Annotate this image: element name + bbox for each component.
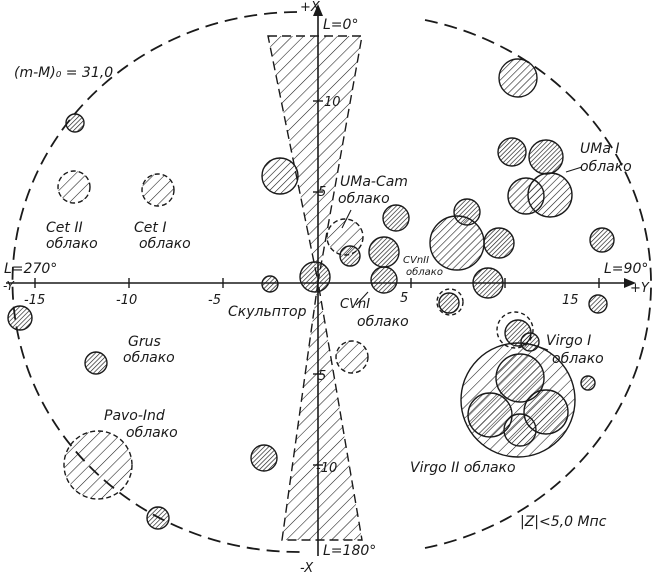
grus-name: Grus bbox=[128, 334, 161, 350]
minus-y-label: -Y bbox=[3, 279, 15, 293]
virgo-ii-sub bbox=[503, 413, 537, 447]
tick-x-pos10: 10 bbox=[324, 95, 341, 110]
sculptor-label: Скульптор bbox=[228, 304, 307, 320]
pavo-word: облако bbox=[126, 425, 178, 441]
cvn1-word: облако bbox=[357, 314, 409, 330]
virgo-i-group bbox=[496, 311, 534, 349]
tick-y-pos5: 5 bbox=[400, 291, 408, 306]
galaxy-group bbox=[497, 137, 527, 167]
galaxy-group bbox=[504, 319, 532, 347]
galaxy-group bbox=[57, 170, 91, 204]
galaxy-group bbox=[589, 227, 615, 253]
galaxy-group bbox=[250, 444, 278, 472]
cvn2-name: CVnII bbox=[403, 255, 429, 266]
zone-of-avoidance bbox=[267, 35, 363, 541]
tick-x-pos5: 5 bbox=[318, 185, 326, 200]
galaxy-groups bbox=[7, 58, 615, 530]
virgo-ii-sub bbox=[467, 392, 513, 438]
avoidance-wedge-top bbox=[267, 35, 363, 283]
cet2-name: Cet II bbox=[46, 220, 83, 236]
x-axis-arrow bbox=[313, 4, 323, 16]
y-axis-ticks bbox=[34, 278, 600, 288]
galaxy-group bbox=[368, 236, 400, 268]
cvn1-name: CVnI bbox=[340, 297, 370, 312]
tick-y-neg5: -5 bbox=[208, 293, 221, 308]
galaxy-group bbox=[141, 173, 175, 207]
galaxy-group bbox=[472, 267, 504, 299]
galaxy-group bbox=[438, 292, 460, 314]
l90-label: L=90° bbox=[604, 261, 648, 277]
l270-label: L=270° bbox=[4, 261, 57, 277]
galaxy-group bbox=[299, 261, 331, 293]
distance-modulus-label: (m-M)₀ = 31,0 bbox=[14, 65, 113, 81]
galaxy-group bbox=[528, 139, 564, 175]
minus-x-label: -X bbox=[300, 561, 314, 576]
galaxy-group bbox=[7, 305, 33, 331]
galaxy-group bbox=[84, 351, 108, 375]
grus-word: облако bbox=[123, 350, 175, 366]
galaxy-group bbox=[65, 113, 85, 133]
y-axis-arrow bbox=[624, 278, 636, 288]
tick-y-neg15: -15 bbox=[24, 293, 45, 308]
l0-label: L=0° bbox=[323, 17, 358, 33]
virgo1-word: облако bbox=[552, 351, 604, 367]
galaxy-group bbox=[382, 204, 410, 232]
uma1-name: UMa I bbox=[580, 141, 619, 157]
tick-y-pos15: 15 bbox=[562, 293, 579, 308]
plus-y-label: +Y bbox=[630, 281, 650, 296]
galaxy-group bbox=[429, 215, 485, 271]
galaxy-group bbox=[588, 294, 608, 314]
umacam-word: облако bbox=[338, 191, 390, 207]
umacam-name: UMa-Cam bbox=[340, 174, 408, 190]
galaxy-group bbox=[527, 172, 573, 218]
galaxy-group bbox=[580, 375, 596, 391]
plus-x-label: +X bbox=[300, 0, 321, 15]
galaxy-group bbox=[146, 506, 170, 530]
galaxy-group bbox=[370, 266, 398, 294]
tick-y-neg10: -10 bbox=[116, 293, 137, 308]
galaxy-group bbox=[261, 157, 299, 195]
galaxy-group bbox=[326, 218, 364, 256]
x-axis-ticks bbox=[313, 100, 323, 466]
cet1-name: Cet I bbox=[134, 220, 166, 236]
galaxy-group bbox=[335, 340, 369, 374]
galaxy-group bbox=[498, 58, 538, 98]
l180-label: L=180° bbox=[323, 543, 376, 559]
uma1-word: облако bbox=[580, 159, 632, 175]
galaxy-group bbox=[63, 430, 133, 500]
virgo2-label: Virgo II облако bbox=[410, 460, 516, 476]
avoidance-wedge-bottom bbox=[281, 281, 363, 541]
pavo-name: Pavo-Ind bbox=[104, 408, 165, 424]
leader-lines bbox=[341, 166, 583, 351]
galaxy-group bbox=[483, 227, 515, 259]
galaxy-group bbox=[261, 275, 279, 293]
virgo-ii-sub bbox=[495, 353, 545, 403]
cet2-word: облако bbox=[46, 236, 98, 252]
cet1-word: облако bbox=[139, 236, 191, 252]
virgo1-name: Virgo I bbox=[546, 333, 591, 349]
tick-x-neg5: 5 bbox=[318, 369, 326, 384]
cvn2-word: облако bbox=[406, 266, 443, 278]
tick-x-neg10: -10 bbox=[316, 461, 337, 476]
z-limit-label: |Z|<5,0 Мпс bbox=[520, 514, 607, 530]
boundary-circle-left bbox=[11, 11, 301, 553]
galaxy-group bbox=[436, 288, 464, 316]
